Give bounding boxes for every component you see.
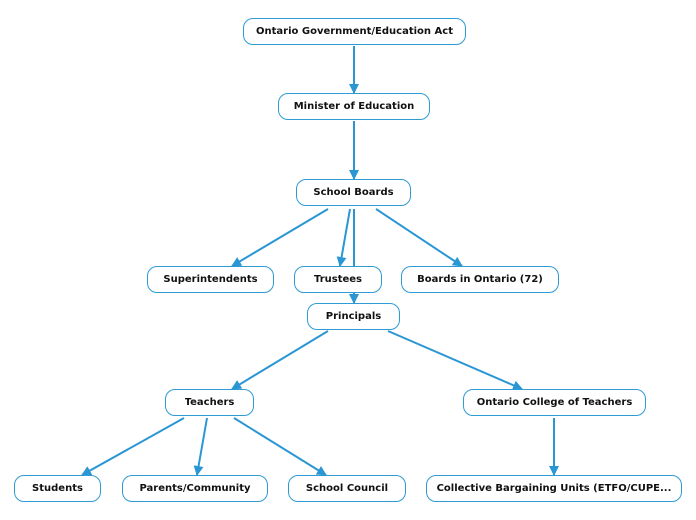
edge-teachers-to-council	[233, 417, 327, 476]
node-label: Principals	[325, 311, 382, 322]
node-label: School Council	[305, 483, 389, 494]
node-label: School Boards	[313, 187, 394, 198]
node-label: Ontario College of Teachers	[476, 397, 633, 408]
node-superintendents[interactable]: Superintendents	[147, 266, 274, 293]
edge-principals-to-oct	[387, 330, 523, 391]
edge-principals-to-teachers	[231, 330, 329, 390]
node-label: Parents/Community	[139, 483, 251, 494]
edge-boards-to-boards_ontario	[375, 208, 463, 267]
node-parents-community[interactable]: Parents/Community	[122, 475, 268, 502]
node-label: Teachers	[184, 397, 235, 408]
node-ontario-college-of-teachers[interactable]: Ontario College of Teachers	[463, 389, 646, 416]
node-label: Collective Bargaining Units (ETFO/CUPE..…	[436, 483, 672, 494]
node-label: Ontario Government/Education Act	[256, 26, 453, 37]
node-teachers[interactable]: Teachers	[165, 389, 254, 416]
node-minister-of-education[interactable]: Minister of Education	[278, 93, 430, 120]
node-collective-bargaining-units[interactable]: Collective Bargaining Units (ETFO/CUPE..…	[426, 475, 682, 502]
node-label: Minister of Education	[293, 101, 415, 112]
node-trustees[interactable]: Trustees	[294, 266, 382, 293]
node-label: Students	[32, 483, 83, 494]
node-label: Superintendents	[163, 274, 258, 285]
node-school-boards[interactable]: School Boards	[296, 179, 411, 206]
node-students[interactable]: Students	[14, 475, 101, 502]
edge-boards-to-trustees	[336, 208, 351, 267]
node-boards-in-ontario[interactable]: Boards in Ontario (72)	[401, 266, 559, 293]
node-principals[interactable]: Principals	[307, 303, 400, 330]
node-school-council[interactable]: School Council	[288, 475, 406, 502]
node-ontario-government[interactable]: Ontario Government/Education Act	[243, 18, 466, 45]
edge-teachers-to-parents	[193, 417, 208, 476]
edge-teachers-to-students	[81, 417, 185, 476]
edge-boards-to-superintendents	[231, 208, 329, 267]
node-label: Trustees	[313, 274, 363, 285]
node-label: Boards in Ontario (72)	[417, 274, 543, 285]
